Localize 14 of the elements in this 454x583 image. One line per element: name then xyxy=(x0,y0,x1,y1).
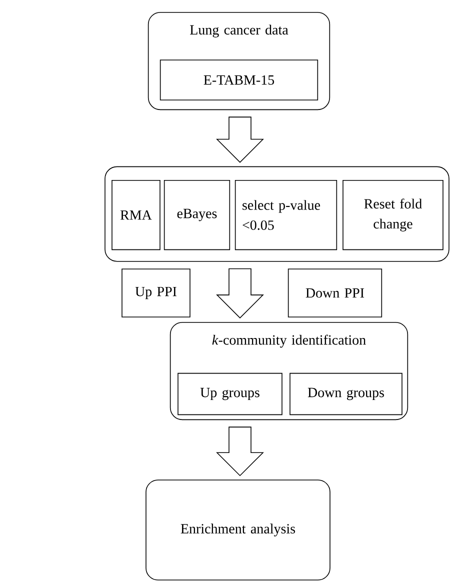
process-box: E-TABM-15 xyxy=(160,60,318,100)
block-arrow xyxy=(216,116,264,163)
process-box: Down groups xyxy=(290,372,402,416)
block-arrow xyxy=(216,268,264,318)
block-arrow xyxy=(216,426,264,476)
process-box: RMA xyxy=(112,180,160,250)
process-box: Up PPI xyxy=(122,268,190,318)
rounded-box: Enrichment analysis xyxy=(146,480,330,580)
process-box: Down PPI xyxy=(288,268,382,318)
process-box: select p-value <0.05 xyxy=(234,180,338,250)
rounded-box xyxy=(104,166,450,262)
process-box: eBayes xyxy=(164,180,230,250)
process-box: Reset fold change xyxy=(342,180,444,250)
process-box: Up groups xyxy=(178,372,282,416)
